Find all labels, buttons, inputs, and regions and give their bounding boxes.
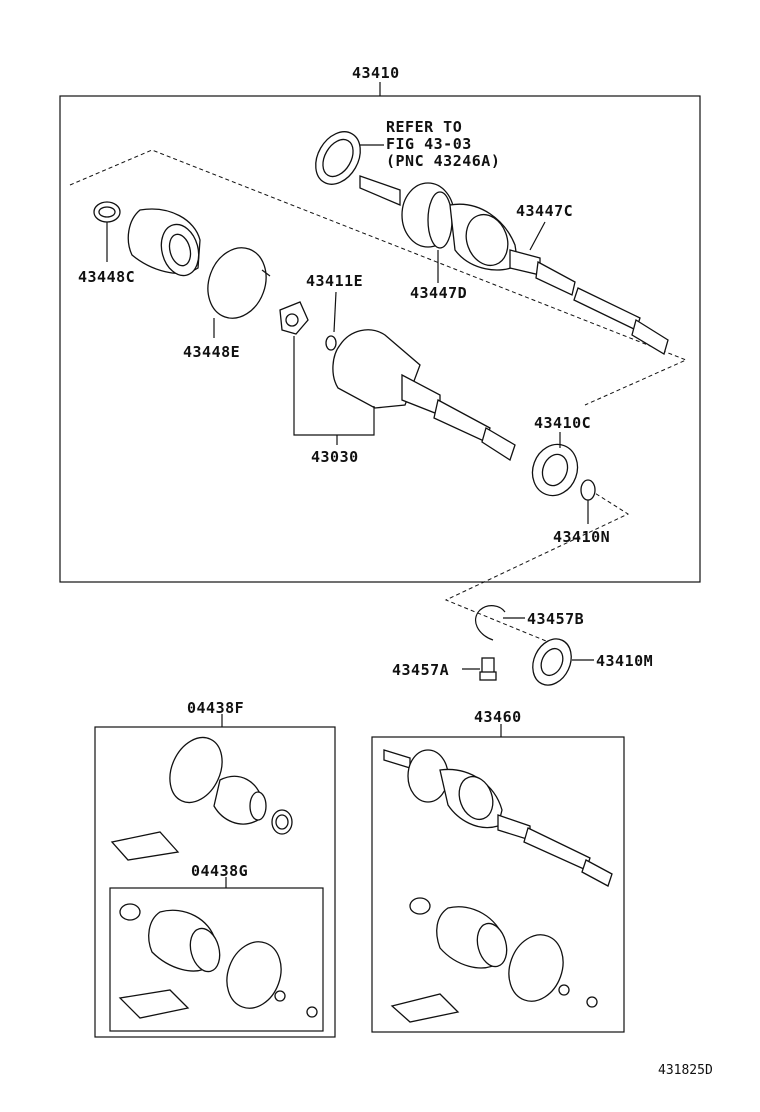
assembly-43460-box xyxy=(371,736,625,1033)
refer-note-line2: FIG 43-03 xyxy=(386,135,472,153)
snap-ring-43410N xyxy=(580,479,596,501)
drawing-number: 431825D xyxy=(658,1063,713,1078)
inboard-joint-housing xyxy=(332,329,516,461)
circlip-43457B xyxy=(475,605,506,641)
label-43448C[interactable]: 43448C xyxy=(78,268,135,286)
label-43410N[interactable]: 43410N xyxy=(553,528,610,546)
label-43457B[interactable]: 43457B xyxy=(527,610,584,628)
label-43447D[interactable]: 43447D xyxy=(410,284,467,302)
seal-43410M xyxy=(532,638,572,686)
seal-ring-refer xyxy=(315,131,361,185)
kit-F-parts xyxy=(110,736,293,861)
label-43030[interactable]: 43030 xyxy=(311,448,359,466)
dashed-group-outline xyxy=(69,149,688,406)
kit-04438F-box xyxy=(94,726,336,1038)
kit-04438G-box xyxy=(109,887,324,1032)
bearing-43410C xyxy=(531,443,579,497)
label-43410[interactable]: 43410 xyxy=(352,64,400,82)
bolt-43457A xyxy=(479,657,497,681)
snap-ring-43411E xyxy=(325,335,337,351)
boot-inner xyxy=(127,208,201,277)
shaft-43460-parts xyxy=(383,749,613,1023)
outboard-shaft-assembly xyxy=(359,175,669,355)
label-43460[interactable]: 43460 xyxy=(474,708,522,726)
label-43448E[interactable]: 43448E xyxy=(183,343,240,361)
refer-note-line1: REFER TO xyxy=(386,118,462,136)
tripod-spider xyxy=(279,301,309,335)
label-04438G[interactable]: 04438G xyxy=(191,862,248,880)
label-43457A[interactable]: 43457A xyxy=(392,661,449,679)
label-43410M[interactable]: 43410M xyxy=(596,652,653,670)
kit-G-parts xyxy=(118,903,318,1019)
refer-note-line3: (PNC 43246A) xyxy=(386,152,500,170)
label-43447C[interactable]: 43447C xyxy=(516,202,573,220)
label-04438F[interactable]: 04438F xyxy=(187,699,244,717)
label-43410C[interactable]: 43410C xyxy=(534,414,591,432)
label-43411E[interactable]: 43411E xyxy=(306,272,363,290)
band-43448E xyxy=(207,247,271,319)
clamp-43448C xyxy=(93,201,121,223)
